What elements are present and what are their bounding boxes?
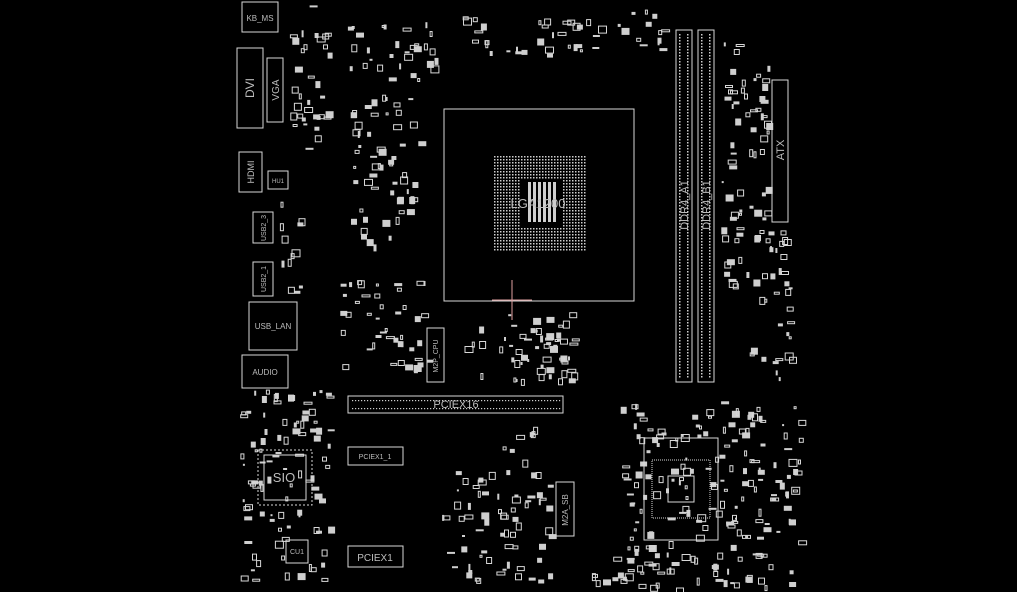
slot-pciex1-1[interactable]: PCIEX1_1	[347, 446, 404, 466]
connector-usb2-1[interactable]: USB2_1	[252, 261, 274, 297]
label-audio: AUDIO	[252, 368, 277, 377]
connector-hdmi[interactable]: HDMI	[238, 151, 263, 193]
chip-pch[interactable]	[643, 437, 719, 541]
dimm-slot-a1[interactable]: DDR4_A1	[675, 29, 693, 383]
label-vga: VGA	[271, 79, 282, 100]
label-ddr4-a1: DDR4_A1	[679, 180, 691, 230]
slot-pciex1[interactable]: PCIEX1	[347, 545, 404, 568]
label-kb-ms: KB_MS	[246, 14, 273, 23]
connector-kb-ms[interactable]: KB_MS	[241, 1, 279, 33]
label-hdmi: HDMI	[246, 161, 256, 184]
cpu-socket[interactable]: LGA1200	[443, 108, 635, 302]
label-cu1: CU1	[290, 549, 304, 556]
label-ddr4-b1: DDR4_B1	[701, 180, 713, 230]
slot-pciex16[interactable]: PCIEX16	[347, 395, 564, 414]
connector-dvi[interactable]: DVI	[236, 47, 264, 129]
chip-hu1[interactable]: HU1	[267, 170, 289, 190]
label-m2p-cpu: M2P_CPU	[433, 339, 440, 372]
label-sio: SIO	[273, 470, 295, 485]
label-usb2-1: USB2_1	[261, 266, 268, 292]
label-hu1: HU1	[272, 179, 285, 185]
label-m2a-sb: M2A_SB	[561, 494, 570, 526]
label-pciex1-1: PCIEX1_1	[359, 454, 392, 461]
connector-usb2-3[interactable]: USB2_3	[252, 211, 274, 244]
slot-m2p-cpu[interactable]: M2P_CPU	[426, 327, 445, 383]
chip-sio[interactable]: SIO	[257, 449, 313, 506]
label-pciex16: PCIEX16	[433, 399, 478, 411]
slot-m2a-sb[interactable]: M2A_SB	[555, 481, 575, 537]
connector-usb-lan[interactable]: USB_LAN	[248, 301, 298, 351]
label-atx: ATX	[775, 139, 787, 160]
chip-cu1[interactable]: CU1	[285, 539, 309, 564]
dimm-slot-b1[interactable]: DDR4_B1	[697, 29, 715, 383]
connector-atx[interactable]: ATX	[771, 79, 789, 223]
connector-audio[interactable]: AUDIO	[241, 354, 289, 389]
label-pciex1: PCIEX1	[357, 553, 393, 564]
label-usb2-3: USB2_3	[261, 215, 268, 241]
label-usb-lan: USB_LAN	[255, 322, 292, 331]
label-cpu-socket: LGA1200	[511, 196, 566, 211]
label-dvi: DVI	[243, 78, 257, 98]
connector-vga[interactable]: VGA	[266, 57, 284, 123]
small-components	[240, 5, 808, 592]
cursor-crosshair	[492, 280, 532, 320]
